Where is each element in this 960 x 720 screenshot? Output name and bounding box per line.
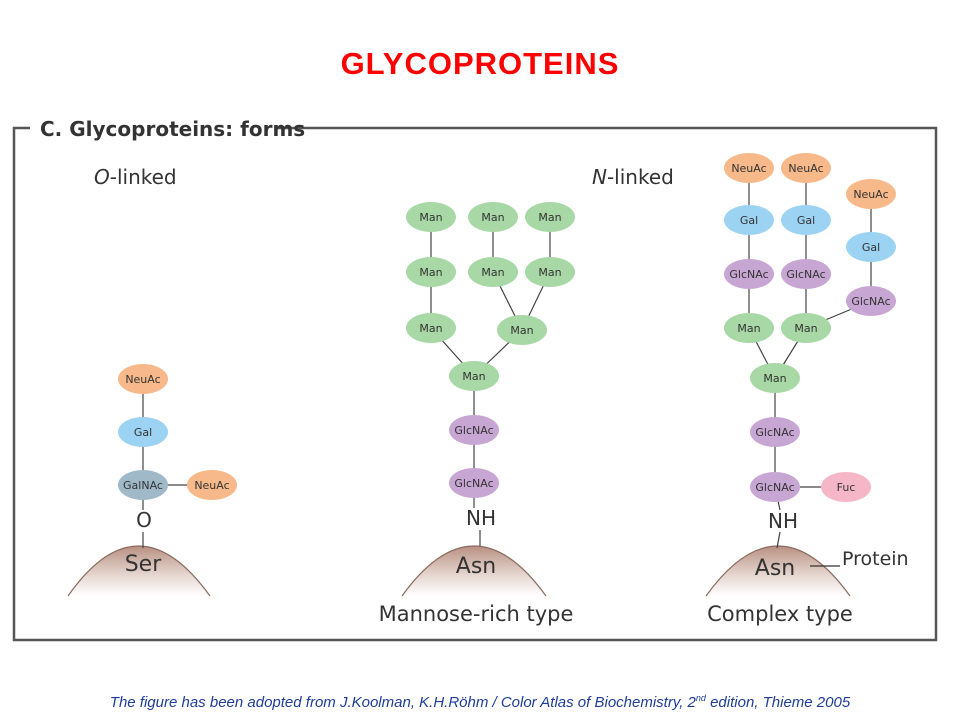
sugar-node-neuac: NeuAc [724,153,774,183]
caption-text-end: edition, Thieme 2005 [705,694,851,711]
sugar-node-man: Man [406,257,456,287]
sugar-node-glcnac: GlcNAc [449,468,499,498]
sugar-label: NeuAc [853,188,888,201]
sugar-label: GlcNAc [851,295,890,308]
ser-label: Ser [125,552,163,577]
sugar-label: NeuAc [125,373,160,386]
sugar-label: Man [794,322,817,335]
sugar-label: GalNAc [123,479,163,492]
sugar-label: Man [763,372,786,385]
sugar-node-gal: Gal [781,205,831,235]
sugar-node-man: Man [468,202,518,232]
sugar-node-man: Man [750,363,800,393]
sugar-node-neuac: NeuAc [781,153,831,183]
sugar-node-gal: Gal [846,232,896,262]
asn-label-mannose: Asn [456,554,496,579]
sugar-node-man: Man [406,313,456,343]
sugar-label: GlcNAc [729,268,768,281]
sugar-node-glcnac: GlcNAc [750,472,800,502]
sugar-label: Man [481,211,504,224]
mannose-rich-type-label: Mannose-rich type [379,602,574,626]
sugar-label: Man [419,322,442,335]
sugar-label: GlcNAc [786,268,825,281]
sugar-node-fuc: Fuc [821,472,871,502]
sugar-node-man: Man [468,257,518,287]
sugar-node-glcnac: GlcNAc [724,259,774,289]
nh-label-mannose: NH [466,506,496,530]
sugar-label: Man [481,266,504,279]
sugar-node-man: Man [525,257,575,287]
o-linked-label: O-linked [94,165,177,189]
sugar-label: Man [419,266,442,279]
sugar-label: Fuc [837,481,856,494]
sugar-label: Gal [740,214,758,227]
sugar-label: Man [538,266,561,279]
sugar-node-man: Man [781,313,831,343]
glycoprotein-diagram: C. Glycoproteins: forms O-linked N-linke… [12,117,938,642]
sugar-label: Man [510,324,533,337]
sugar-node-glcnac: GlcNAc [449,415,499,445]
n-linked-label: N-linked [592,165,674,189]
sugar-label: Man [419,211,442,224]
sugar-label: GlcNAc [755,426,794,439]
panel-heading: C. Glycoproteins: forms [40,117,305,141]
sugar-label: GlcNAc [454,477,493,490]
sugar-node-gal: Gal [118,417,168,447]
sugar-label: NeuAc [788,162,823,175]
sugar-label: Gal [134,426,152,439]
protein-label: Protein [842,548,909,570]
sugar-node-man: Man [449,361,499,391]
sugar-node-man: Man [724,313,774,343]
sugar-node-glcnac: GlcNAc [846,286,896,316]
sugar-node-neuac: NeuAc [187,470,237,500]
sugar-label: NeuAc [194,479,229,492]
sugar-node-man: Man [406,202,456,232]
sugar-label: Gal [797,214,815,227]
caption-superscript: nd [695,693,706,703]
nh-label-complex: NH [768,509,798,533]
sugar-label: Man [737,322,760,335]
caption-text: The figure has been adopted from J.Koolm… [109,694,696,711]
panel-frame [12,126,938,642]
complex-type-label: Complex type [707,602,853,626]
sugar-label: Man [538,211,561,224]
o-atom-label: O [136,508,152,532]
sugar-label: GlcNAc [755,481,794,494]
sugar-node-man: Man [497,315,547,345]
sugar-node-gal: Gal [724,205,774,235]
sugar-node-galnac: GalNAc [118,470,168,500]
protein-mound-edges [67,545,851,597]
sugar-node-glcnac: GlcNAc [781,259,831,289]
sugar-label: GlcNAc [454,424,493,437]
sugar-label: NeuAc [731,162,766,175]
sugar-label: Gal [862,241,880,254]
sugar-node-man: Man [525,202,575,232]
source-caption: The figure has been adopted from J.Koolm… [0,693,960,711]
sugar-label: Man [462,370,485,383]
sugar-node-glcnac: GlcNAc [750,417,800,447]
sugar-node-neuac: NeuAc [118,364,168,394]
page-title: GLYCOPROTEINS [340,46,620,81]
sugar-node-neuac: NeuAc [846,179,896,209]
asn-label-complex: Asn [755,556,795,581]
